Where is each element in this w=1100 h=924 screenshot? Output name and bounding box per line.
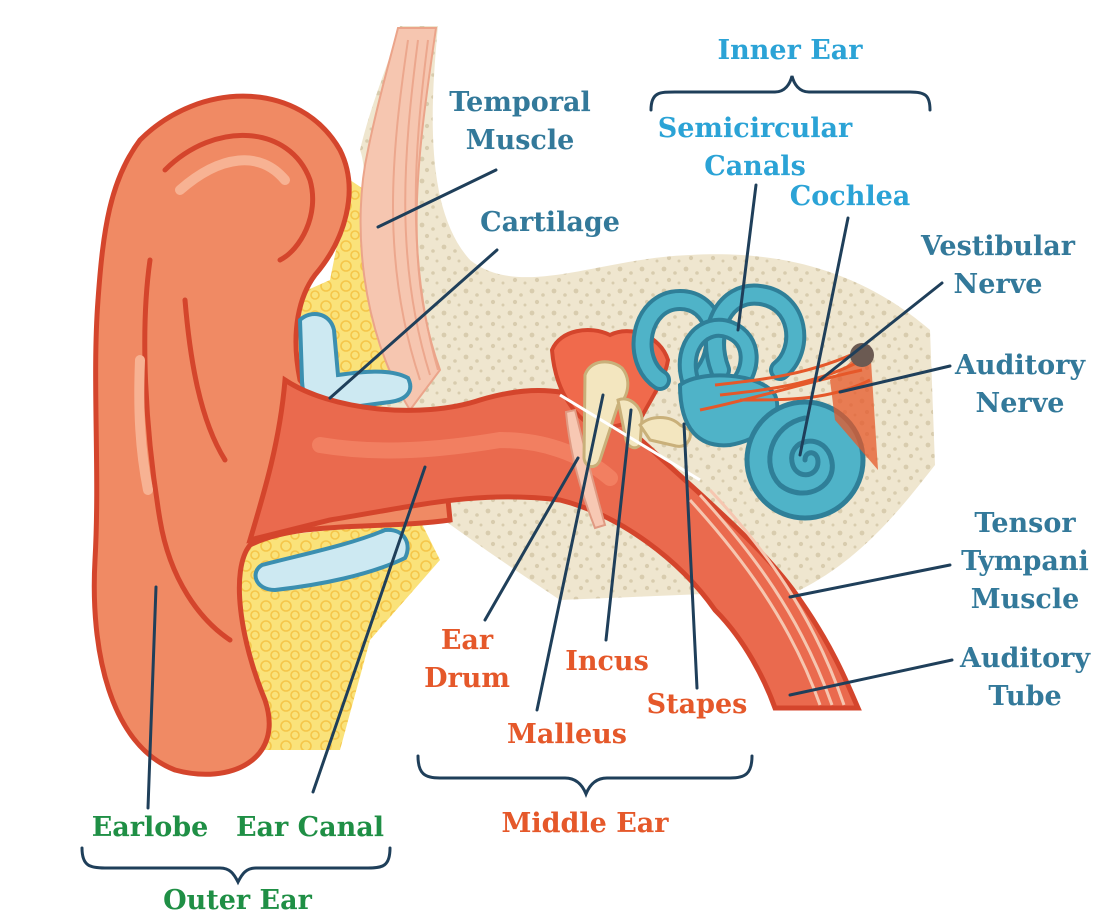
temporal-muscle-label-line2: Muscle <box>465 125 575 156</box>
auditory-tube-label: Auditory Tube <box>950 640 1100 716</box>
auditory-nerve-label-line1: Auditory <box>954 350 1086 381</box>
stapes-label-line1: Stapes <box>646 689 748 720</box>
inner-ear-label: Inner Ear <box>690 32 890 70</box>
outer-ear-label: Outer Ear <box>135 882 340 920</box>
ear-drum-label-line2: Drum <box>424 663 510 694</box>
brackets <box>80 75 932 886</box>
nerve-end <box>850 343 874 367</box>
ear-canal-label: Ear Canal <box>225 809 395 847</box>
tensor-tympani-fibers <box>688 488 846 706</box>
earlobe-label: Earlobe <box>80 809 220 847</box>
cartilage-label: Cartilage <box>460 204 640 242</box>
semicircular-canals-shape <box>631 283 807 395</box>
semicircular-canals-label: Semicircular Canals <box>640 110 870 186</box>
inner-ear-label-line1: Inner Ear <box>717 35 863 66</box>
antihelix <box>182 297 228 463</box>
ear-drum-label: Ear Drum <box>412 622 522 698</box>
cartilage-lower <box>253 527 410 593</box>
malleus-label-line1: Malleus <box>507 719 627 750</box>
semicircular-canals-label-line2: Canals <box>704 151 806 182</box>
auricle-fold <box>142 132 316 643</box>
stapes-label: Stapes <box>632 686 762 724</box>
auditory-tube-label-line1: Auditory <box>959 643 1091 674</box>
tensor-tympani-label-line3: Muscle <box>970 584 1080 615</box>
inner-ear-bracket <box>649 75 932 112</box>
tensor-tympani-label-line1: Tensor <box>974 508 1076 539</box>
cochlea-spiral <box>767 415 835 496</box>
incus-label-line1: Incus <box>565 646 649 677</box>
malleus-label: Malleus <box>492 716 642 754</box>
semicircular-canals-label-line1: Semicircular <box>657 113 853 144</box>
auditory-nerve-label: Auditory Nerve <box>940 347 1100 423</box>
middle-ear-label-line1: Middle Ear <box>501 808 669 839</box>
temporal-muscle-label-line1: Temporal <box>449 87 591 118</box>
vestibular-nerve-label: Vestibular Nerve <box>900 228 1096 304</box>
ear-drum-label-line1: Ear <box>440 625 494 656</box>
temporal-muscle-label: Temporal Muscle <box>430 84 610 160</box>
auditory-nerve-fan <box>830 345 878 470</box>
tensor-tympani-label: Tensor Tympani Muscle <box>952 505 1098 619</box>
ear-canal-label-line1: Ear Canal <box>235 812 385 843</box>
outer-ear-bracket <box>80 846 392 886</box>
auricle <box>91 93 453 777</box>
auditory-tube-label-line2: Tube <box>988 681 1062 712</box>
cochlea-label: Cochlea <box>775 178 925 216</box>
leader-lines <box>146 168 954 810</box>
earlobe-label-line1: Earlobe <box>91 812 209 843</box>
outer-ear-label-line1: Outer Ear <box>163 885 312 916</box>
auditory-nerve-label-line2: Nerve <box>975 388 1065 419</box>
tensor-tympani-label-line2: Tympani <box>961 546 1089 577</box>
cartilage-label-line1: Cartilage <box>480 207 620 238</box>
ear-canal-and-auditory-tube <box>246 375 862 711</box>
middle-ear-label: Middle Ear <box>480 805 690 843</box>
auricle-highlight <box>134 155 290 495</box>
middle-ear-bracket <box>416 754 754 799</box>
vestibular-nerve-label-line1: Vestibular <box>920 231 1076 262</box>
cochlea-label-line1: Cochlea <box>789 181 911 212</box>
incus-label: Incus <box>552 643 662 681</box>
vestibular-nerve-label-line2: Nerve <box>953 269 1043 300</box>
